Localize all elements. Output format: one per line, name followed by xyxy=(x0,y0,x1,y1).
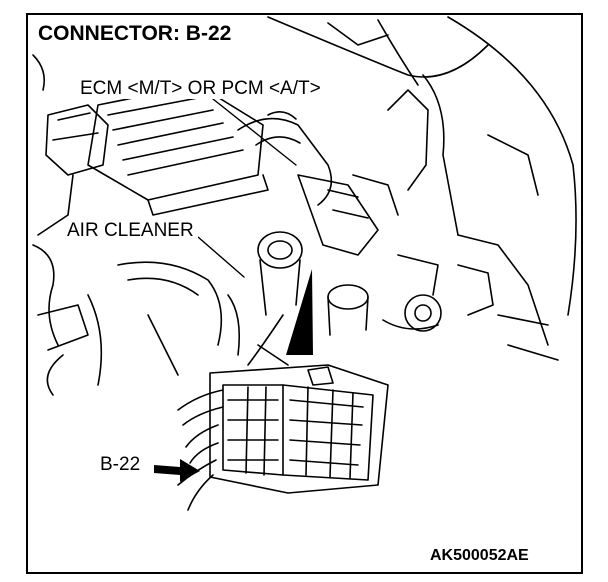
diagram-title: CONNECTOR: B-22 xyxy=(38,23,236,46)
engine-bay-linework xyxy=(32,16,577,396)
diagram-frame: CONNECTOR: B-22 ECM <M/T> OR PCM <A/T> A… xyxy=(26,13,583,574)
ecm-label: ECM <M/T> OR PCM <A/T> xyxy=(76,78,325,99)
connector-b22-illustration xyxy=(177,364,389,511)
ecm-leader-line xyxy=(212,98,297,166)
connector-label: B-22 xyxy=(100,454,141,475)
connector-pointer-arrow xyxy=(154,459,200,482)
air-cleaner-leader-line xyxy=(197,236,245,278)
air-cleaner-label: AIR CLEANER xyxy=(63,220,198,241)
engine-bay-illustration xyxy=(32,16,577,511)
location-pointer-arrow xyxy=(286,269,313,355)
figure-code: AK500052AE xyxy=(430,547,529,564)
